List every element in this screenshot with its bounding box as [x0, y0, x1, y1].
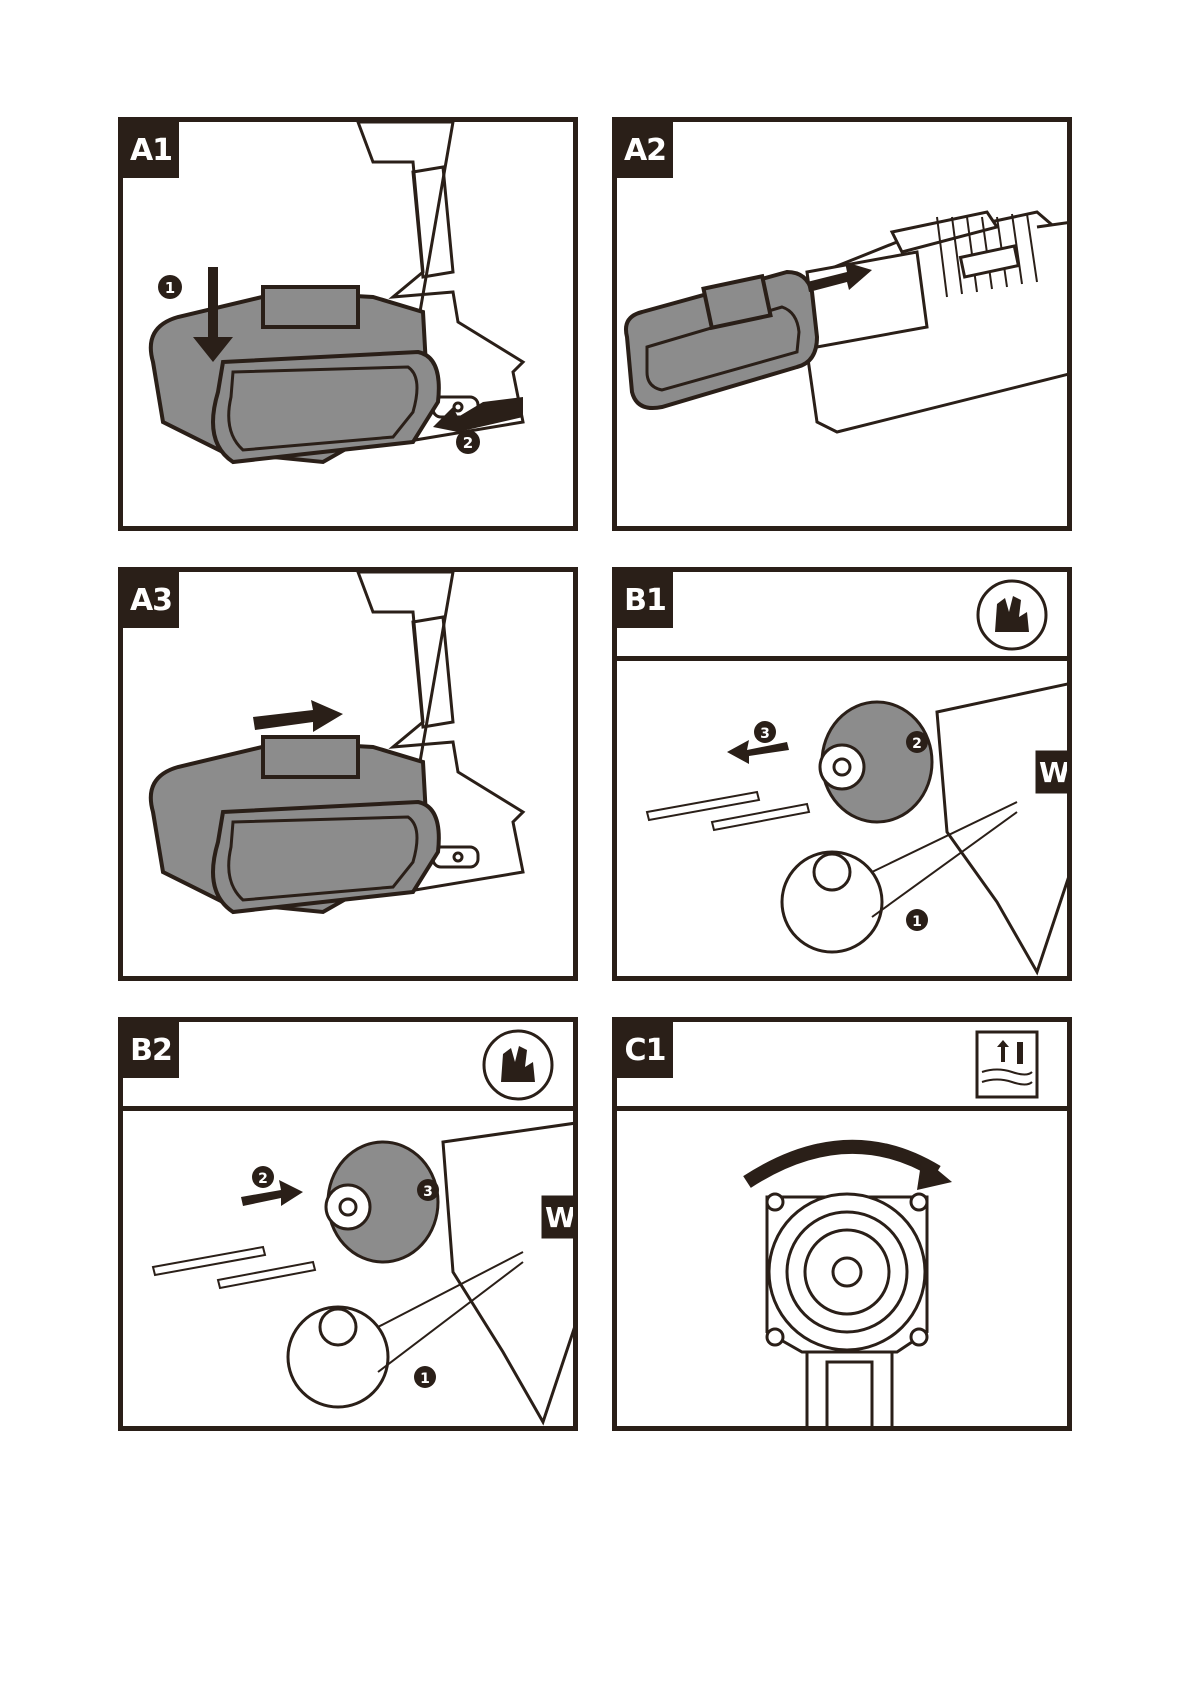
battery-charger-illustration — [617, 122, 1072, 531]
panel-label: C1 — [617, 1022, 673, 1078]
step-1-number: 1 — [165, 279, 175, 297]
gloves-icon — [484, 1031, 552, 1099]
panel-label: A2 — [617, 122, 673, 178]
step-3-number: 3 — [423, 1184, 433, 1200]
panel-a3: A3 — [118, 567, 578, 981]
step-1-number: 1 — [420, 1371, 430, 1387]
bit-insert-illustration: WO 3 2 1 — [617, 572, 1072, 981]
step-3-number: 3 — [760, 726, 770, 742]
panel-label: B2 — [123, 1022, 179, 1078]
step-1-number: 1 — [912, 914, 922, 930]
brand-mark: WO — [545, 1201, 578, 1234]
panel-a2: A2 — [612, 117, 1072, 531]
panel-a1: 1 2 A1 — [118, 117, 578, 531]
panel-label: A3 — [123, 572, 179, 628]
panel-b2: WO 2 3 1 B2 — [118, 1017, 578, 1431]
battery-insert-illustration: 1 2 — [123, 122, 578, 531]
step-2-number: 2 — [912, 736, 922, 752]
step-2-number: 2 — [258, 1171, 268, 1187]
depth-stop-icon — [977, 1032, 1037, 1097]
panel-b1: WO 3 2 1 B1 — [612, 567, 1072, 981]
panel-label: A1 — [123, 122, 179, 178]
brand-mark: WO — [1039, 756, 1072, 789]
battery-slide-illustration — [123, 572, 578, 981]
panel-label: B1 — [617, 572, 673, 628]
gloves-icon — [978, 581, 1046, 649]
step-2-number: 2 — [463, 434, 473, 452]
depth-adjust-illustration — [617, 1022, 1072, 1431]
panel-c1: C1 — [612, 1017, 1072, 1431]
bit-tighten-illustration: WO 2 3 1 — [123, 1022, 578, 1431]
